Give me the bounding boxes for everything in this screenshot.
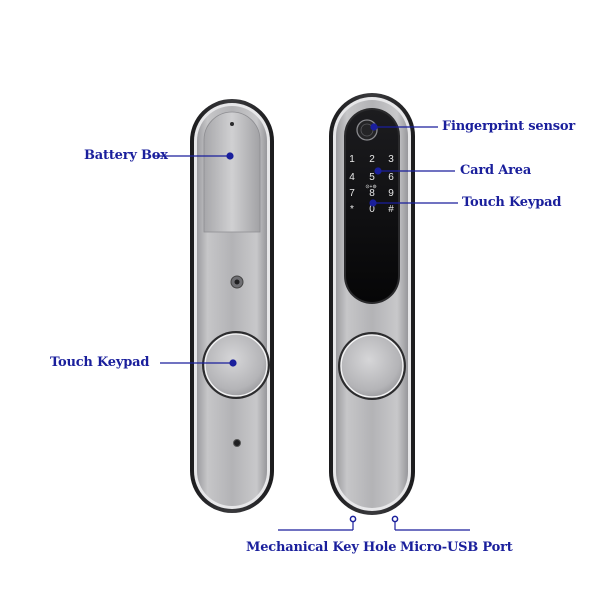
front-lock-panel: 1 2 3 4 5 6 7 8 9 * 0 # ⊙+⊚: [329, 93, 415, 515]
keypad-key-0: 0: [369, 204, 375, 215]
touch-keypad-left-label: Touch Keypad: [50, 355, 150, 370]
front-knob: [340, 334, 404, 398]
keypad-key-hash: #: [388, 204, 394, 215]
callout-leaders: [154, 123, 470, 531]
keypad-key-1: 1: [349, 154, 355, 165]
keypad-key-star: *: [350, 204, 354, 215]
micro-usb-port-leader-dot: [391, 515, 399, 523]
keypad-key-6: 6: [388, 172, 394, 183]
battery-box-label: Battery Box: [84, 148, 168, 163]
card-area-label: Card Area: [460, 163, 532, 178]
keypad-key-7: 7: [349, 188, 355, 199]
touch-keypad-right-leader-dot: [369, 199, 377, 207]
card-area-leader-dot: [374, 167, 382, 175]
mechanical-key-hole-leader-dot: [349, 515, 357, 523]
back-lock-panel: [190, 99, 274, 513]
keypad-key-3: 3: [388, 154, 394, 165]
touch-keypad-left-leader-dot: [229, 359, 237, 367]
keypad-key-4: 4: [349, 172, 355, 183]
back-knob: [204, 333, 268, 397]
mechanical-key-hole-label: Mechanical Key Hole: [246, 540, 397, 555]
keypad-key-2: 2: [369, 154, 375, 165]
touch-keypad-right-label: Touch Keypad: [462, 195, 562, 210]
micro-usb-port-label: Micro-USB Port: [400, 540, 513, 555]
battery-box-leader-dot: [226, 152, 234, 160]
keypad-key-9: 9: [388, 188, 394, 199]
keypad-key-8: 8: [369, 188, 375, 199]
battery-box-cover: [203, 111, 261, 233]
keypad-key-5: 5: [369, 172, 375, 183]
keypad-key-5-sublabel: ⊙+⊚: [365, 184, 376, 190]
back-lock-screw-hole: [234, 279, 240, 285]
touch-keypad: 1 2 3 4 5 6 7 8 9 * 0 #: [349, 154, 394, 215]
battery-box-latch: [230, 122, 234, 126]
fingerprint-sensor-leader-dot: [370, 123, 378, 131]
back-lock-bottom-hole: [233, 439, 241, 447]
fingerprint-sensor-label: Fingerprint sensor: [442, 119, 575, 134]
